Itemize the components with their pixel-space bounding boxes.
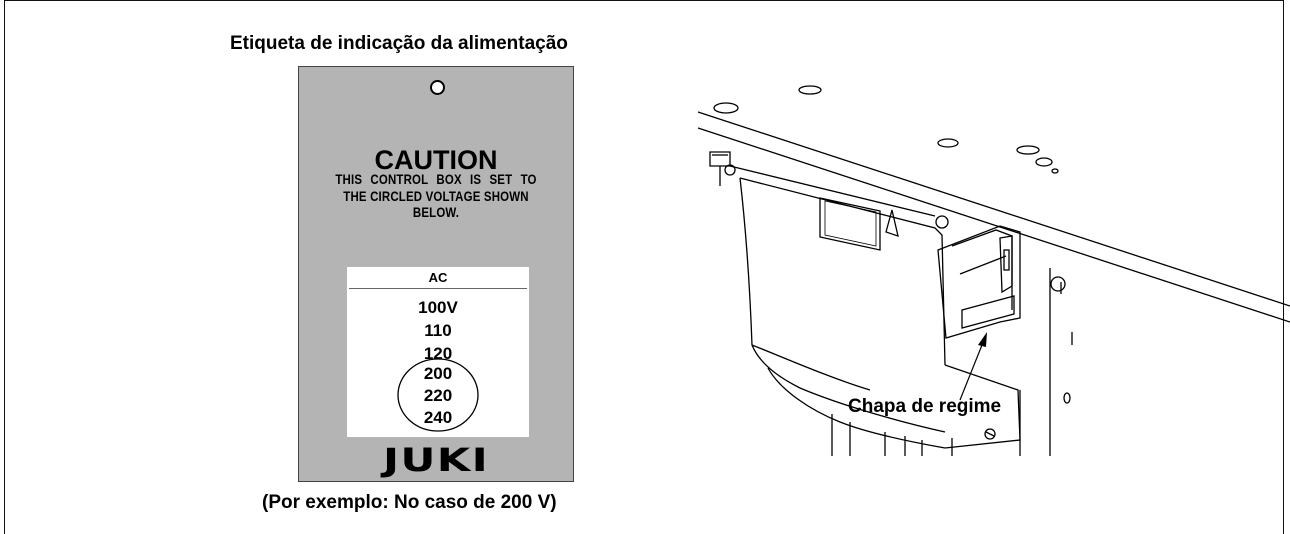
table-hole-5 bbox=[1035, 157, 1053, 167]
figure-frame bbox=[4, 0, 1284, 534]
power-switch-icon bbox=[999, 235, 1013, 294]
table-hole-2 bbox=[798, 85, 822, 95]
voltage-240: 240 bbox=[423, 408, 453, 427]
voltage-220: 220 bbox=[423, 386, 453, 405]
table-hole-3 bbox=[937, 138, 959, 148]
rating-plate-callout: Chapa de regime bbox=[848, 396, 1002, 417]
caution-plate: CAUTION THIS CONTROL BOX IS SET TO THE C… bbox=[298, 66, 574, 482]
voltage-table: AC 100V 110 120 200 220 240 bbox=[347, 267, 529, 437]
voltage-120: 120 bbox=[423, 344, 453, 363]
table-hole-6 bbox=[1051, 168, 1059, 174]
mounting-hole-icon bbox=[430, 80, 445, 95]
voltage-200: 200 bbox=[423, 364, 453, 383]
control-box-body bbox=[739, 177, 946, 366]
juki-logo: JUKI bbox=[382, 441, 490, 479]
caution-line-2: THE CIRCLED VOLTAGE SHOWN BELOW. bbox=[343, 188, 529, 220]
caution-heading: CAUTION bbox=[374, 145, 498, 175]
voltage-110: 110 bbox=[424, 321, 452, 340]
control-box-illustration bbox=[697, 85, 1290, 456]
voltage-100: 100V bbox=[418, 298, 458, 317]
leader-line bbox=[959, 339, 985, 401]
example-caption: (Por exemplo: No caso de 200 V) bbox=[262, 492, 557, 513]
switch-housing bbox=[937, 225, 1021, 339]
panel-recess bbox=[819, 197, 881, 251]
ac-header: AC bbox=[428, 270, 448, 285]
table-hole-4 bbox=[1016, 145, 1040, 155]
caution-line-1: THIS CONTROL BOX IS SET TO bbox=[335, 171, 537, 187]
rating-plate-icon bbox=[961, 295, 1015, 329]
ac-divider bbox=[349, 288, 527, 289]
leg-bolt-icon bbox=[1050, 276, 1066, 292]
table-top-edge bbox=[697, 111, 1290, 307]
arrow-head-icon bbox=[978, 332, 987, 347]
voltage-circle-icon bbox=[397, 358, 479, 432]
table-hole-1 bbox=[713, 102, 739, 114]
power-label-title: Etiqueta de indicação da alimentação bbox=[230, 33, 568, 54]
